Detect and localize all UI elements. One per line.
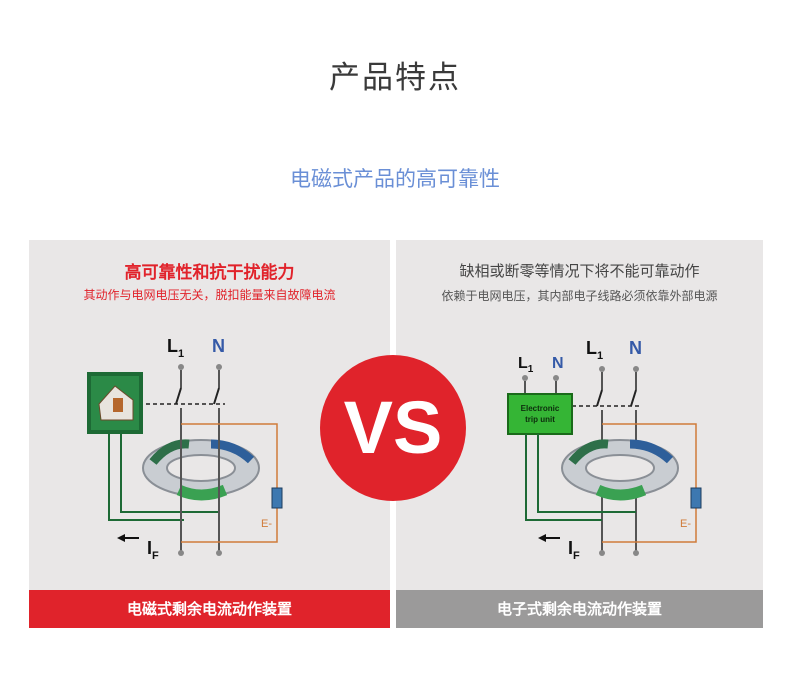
svg-text:trip unit: trip unit (525, 415, 555, 424)
label-if-electronic: IF (568, 538, 580, 562)
electronic-subheading: 依赖于电网电压，其内部电子线路必须依靠外部电源 (441, 289, 718, 303)
label-n: N (212, 336, 225, 356)
page-subtitle: 电磁式产品的高可靠性 (290, 167, 500, 191)
terminal-n-top (216, 364, 222, 370)
electronic-heading: 缺相或断零等情况下将不能可靠动作 (459, 262, 700, 280)
vs-badge: VS (320, 355, 466, 501)
label-n-main: N (629, 338, 642, 358)
label-if: IF (147, 538, 159, 562)
relay-box (87, 372, 143, 434)
label-l1: L1 (167, 336, 184, 360)
switch-contact-n (213, 387, 220, 405)
electromagnetic-subheading: 其动作与电网电压无关，脱扣能量来自故障电流 (83, 288, 336, 302)
electronic-trip-unit: Electronic trip unit (507, 393, 573, 435)
electronic-panel: 缺相或断零等情况下将不能可靠动作 依赖于电网电压，其内部电子线路必须依靠外部电源… (396, 240, 763, 628)
svg-text:Electronic: Electronic (521, 404, 560, 413)
label-l1-trip: L1 (518, 355, 534, 375)
terminal-l1-bottom (178, 550, 184, 556)
terminal-n-bottom (216, 550, 222, 556)
test-resistor (271, 487, 283, 509)
label-n-trip: N (552, 355, 564, 372)
electronic-rcd-diagram: L1 N L1 N Electronic trip unit (507, 338, 702, 562)
toroid-core (142, 439, 260, 501)
page-title: 产品特点 (329, 60, 461, 96)
terminal-l1-top (178, 364, 184, 370)
electromagnetic-rcd-diagram: L1 N (87, 336, 283, 562)
test-button: E- (261, 518, 272, 530)
electronic-footer: 电子式剩余电流动作装置 (396, 590, 763, 628)
svg-text:E-: E- (680, 518, 691, 530)
electromagnetic-heading: 高可靠性和抗干扰能力 (124, 263, 295, 283)
toroid-core-electronic (561, 439, 679, 501)
electromagnetic-footer: 电磁式剩余电流动作装置 (29, 590, 390, 628)
switch-contact-l1 (175, 387, 182, 405)
label-l1-main: L1 (586, 338, 603, 362)
